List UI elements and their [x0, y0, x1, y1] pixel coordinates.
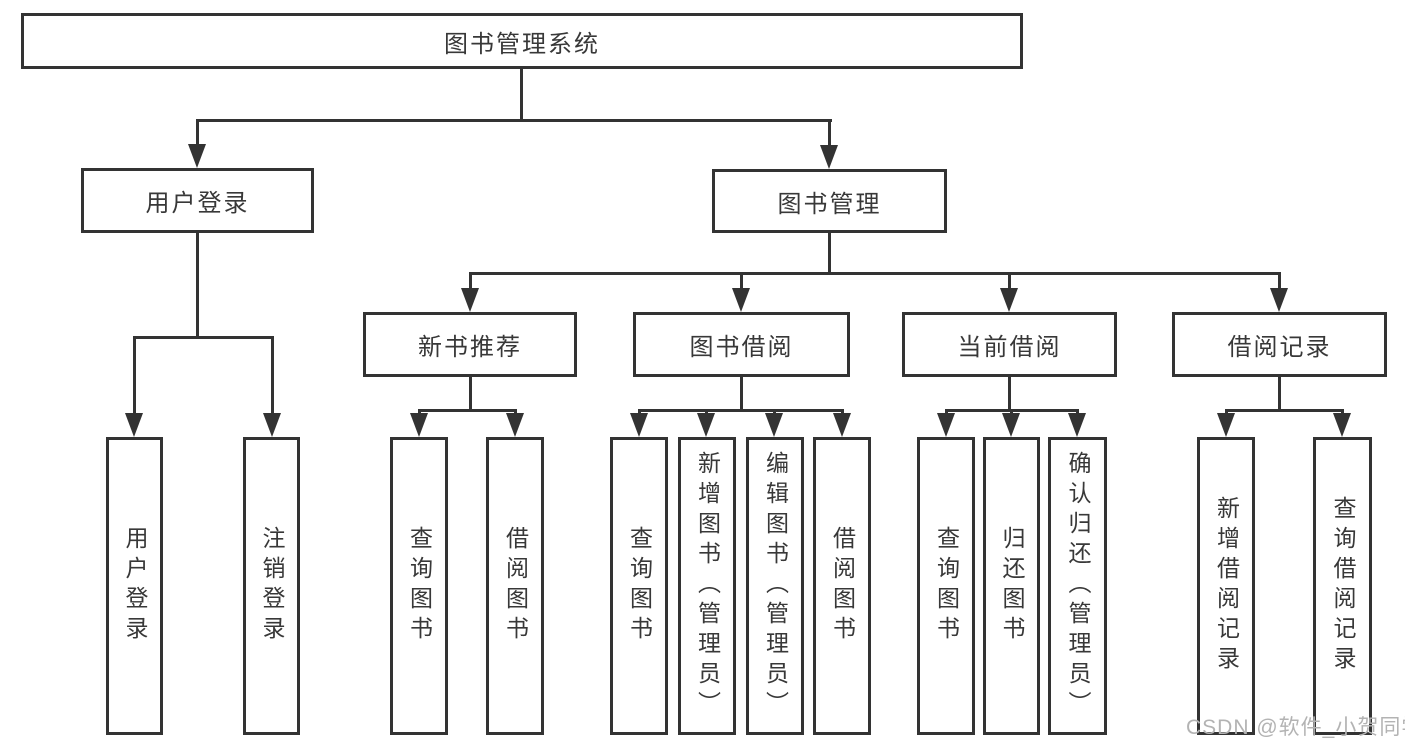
- connector-line: [1008, 272, 1011, 290]
- leaf-return-books: 归还图书: [983, 437, 1040, 735]
- connector-line: [828, 119, 831, 149]
- leaf-add-borrow-record: 新增借阅记录: [1197, 437, 1255, 735]
- arrowhead-down: [461, 288, 479, 312]
- node-root-library-system: 图书管理系统: [21, 13, 1023, 69]
- connector-line: [469, 272, 472, 290]
- connector-line: [828, 233, 831, 275]
- arrowhead-down: [833, 413, 851, 437]
- arrowhead-down: [506, 413, 524, 437]
- connector-line: [133, 336, 274, 339]
- connector-line: [1225, 409, 1344, 412]
- arrowhead-down: [1068, 413, 1086, 437]
- connector-line: [469, 377, 472, 412]
- arrowhead-down: [697, 413, 715, 437]
- leaf-add-books-admin: 新增图书（管理员）: [678, 437, 736, 735]
- node-user-login: 用户登录: [81, 168, 314, 233]
- node-label: 新增借阅记录: [1213, 496, 1240, 676]
- connector-line: [271, 336, 274, 418]
- leaf-borrow-books-borrowing: 借阅图书: [813, 437, 871, 735]
- arrowhead-down: [732, 288, 750, 312]
- node-label: 归还图书: [999, 526, 1025, 646]
- node-book-borrowing: 图书借阅: [633, 312, 850, 377]
- connector-line: [1008, 377, 1011, 412]
- leaf-borrow-books-recommend: 借阅图书: [486, 437, 544, 735]
- node-new-book-recommend: 新书推荐: [363, 312, 577, 377]
- arrowhead-down: [263, 413, 281, 437]
- arrowhead-down: [820, 145, 838, 169]
- arrowhead-down: [410, 413, 428, 437]
- node-label: 查询图书: [933, 526, 960, 646]
- node-borrowing-records: 借阅记录: [1172, 312, 1387, 377]
- connector-line: [1278, 272, 1281, 290]
- arrowhead-down: [1270, 288, 1288, 312]
- node-label: 图书管理: [777, 190, 882, 218]
- connector-line: [638, 409, 844, 412]
- leaf-query-books-recommend: 查询图书: [390, 437, 448, 735]
- node-label: 当前借阅: [957, 334, 1062, 361]
- leaf-query-books-current: 查询图书: [917, 437, 975, 735]
- node-label: 新增图书（管理员）: [694, 451, 721, 721]
- connector-line: [196, 233, 199, 339]
- node-book-management: 图书管理: [712, 169, 947, 233]
- node-label: 注销登录: [259, 526, 285, 646]
- connector-line: [1278, 377, 1281, 412]
- arrowhead-down: [765, 413, 783, 437]
- leaf-query-books-borrowing: 查询图书: [610, 437, 668, 735]
- connector-line: [196, 119, 832, 122]
- node-label: 借阅图书: [502, 526, 529, 646]
- arrowhead-down: [1217, 413, 1235, 437]
- arrowhead-down: [1002, 413, 1020, 437]
- node-label: 图书管理系统: [444, 30, 600, 58]
- leaf-edit-books-admin: 编辑图书（管理员）: [746, 437, 804, 735]
- csdn-watermark: CSDN @软件_小贺同学: [1186, 716, 1405, 739]
- node-label: 借阅记录: [1227, 334, 1332, 361]
- node-label: 编辑图书（管理员）: [762, 451, 789, 721]
- arrowhead-down: [188, 144, 206, 168]
- node-label: 图书借阅: [689, 334, 794, 361]
- arrowhead-down: [1000, 288, 1018, 312]
- node-label: 查询图书: [406, 526, 433, 646]
- node-label: 用户登录: [145, 190, 250, 217]
- leaf-logout: 注销登录: [243, 437, 300, 735]
- connector-line: [520, 69, 523, 121]
- node-label: 用户登录: [122, 526, 148, 646]
- connector-line: [133, 336, 136, 418]
- arrowhead-down: [937, 413, 955, 437]
- node-current-borrowing: 当前借阅: [902, 312, 1117, 377]
- node-label: 查询借阅记录: [1330, 496, 1356, 676]
- leaf-confirm-return-admin: 确认归还（管理员）: [1048, 437, 1107, 735]
- leaf-user-login: 用户登录: [106, 437, 163, 735]
- connector-line: [469, 272, 1281, 275]
- connector-line: [740, 377, 743, 412]
- node-label: 确认归还（管理员）: [1065, 451, 1091, 721]
- arrowhead-down: [1333, 413, 1351, 437]
- arrowhead-down: [630, 413, 648, 437]
- connector-line: [740, 272, 743, 290]
- leaf-query-borrow-record: 查询借阅记录: [1313, 437, 1372, 735]
- node-label: 新书推荐: [418, 334, 522, 361]
- node-label: 查询图书: [626, 526, 653, 646]
- connector-line: [196, 119, 199, 149]
- arrowhead-down: [125, 413, 143, 437]
- connector-line: [418, 409, 517, 412]
- node-label: 借阅图书: [829, 526, 856, 646]
